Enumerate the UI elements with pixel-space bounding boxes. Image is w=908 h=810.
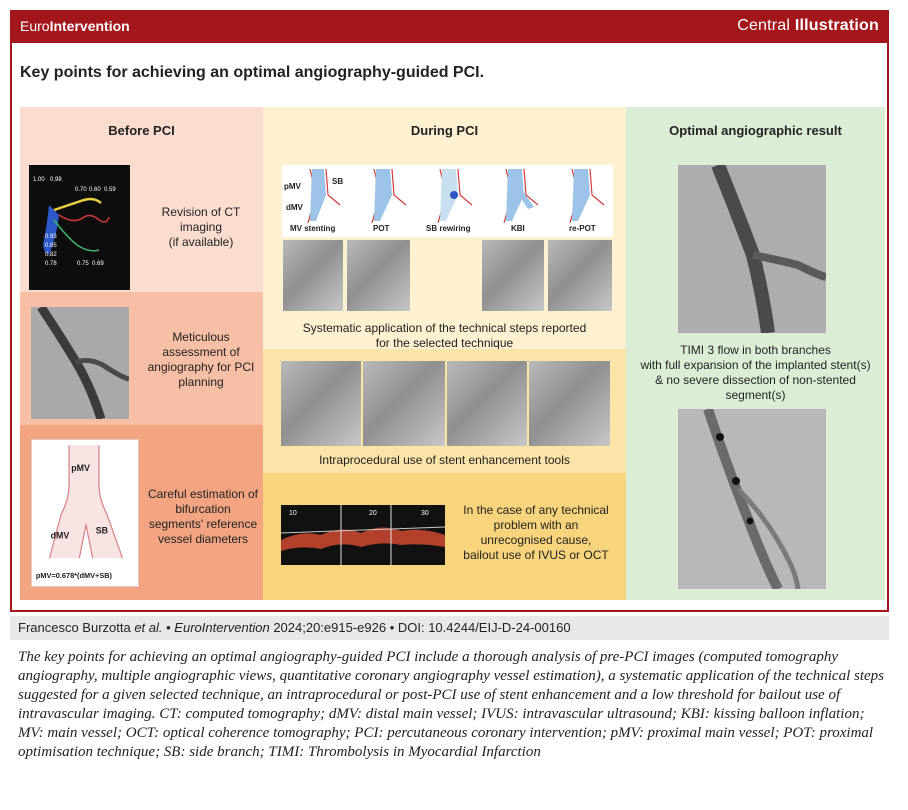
stent-enhancement-image-3 (447, 361, 527, 446)
result-angiography-image-1 (678, 165, 826, 333)
vessel-pmv-label: pMV (284, 182, 302, 191)
step-label-re-pot: re-POT (569, 224, 596, 233)
stent-enhancement-image-1 (281, 361, 361, 446)
stent-enhancement-image-4 (529, 361, 610, 446)
intravascular-imaging-panel: 10 20 30 In the case of any technical pr… (263, 473, 626, 600)
step-re-pot (569, 168, 605, 224)
ct-revision-text: Revision of CT imaging (if available) (161, 205, 241, 249)
ct-val-10: 0.69 (92, 261, 104, 267)
vessel-diameter-text: Careful estimation of bifurcation segmen… (147, 487, 259, 546)
ivus-mark-10: 10 (289, 510, 297, 517)
citation-bar: Francesco Burzotta et al. • EuroInterven… (10, 616, 889, 640)
before-pci-column: Before PCI 1.00 0.98 0.70 0.60 0.59 0.93… (20, 107, 263, 600)
stent-enhancement-image-2 (363, 361, 445, 446)
ivus-mark-20: 20 (369, 510, 377, 517)
vessel-diameter-panel: pMV dMV SB pMV=0.678*(dMV+SB) Careful es… (20, 425, 263, 600)
technical-steps-panel: During PCI (263, 107, 626, 350)
step-angio-1 (283, 240, 343, 311)
ct-vessel-red (58, 214, 110, 223)
ct-val-2: 0.70 (75, 187, 87, 193)
ct-vessel-green (53, 219, 100, 252)
bifurcation-diagram: pMV dMV SB pMV=0.678*(dMV+SB) (31, 439, 139, 587)
angio-vessel (37, 307, 106, 419)
during-pci-title: During PCI (410, 123, 479, 138)
ivus-mark-30: 30 (421, 510, 429, 517)
during-pci-column: During PCI (263, 107, 626, 600)
stent-enhancement-text: Intraprocedural use of stent enhancement… (319, 453, 570, 467)
citation: Francesco Burzotta et al. • EuroInterven… (18, 620, 571, 635)
step-label-sb-rewiring: SB rewiring (426, 224, 471, 233)
diagram-formula: pMV=0.678*(dMV+SB) (36, 571, 113, 580)
step-angio-4 (482, 240, 544, 311)
step-label-kbi: KBI (511, 224, 525, 233)
diagram-dmv-label: dMV (51, 531, 70, 541)
ct-val-3: 0.60 (89, 187, 101, 193)
ct-val-5: 0.93 (45, 234, 57, 240)
ct-vessel-yellow (53, 197, 102, 212)
figure-caption: The key points for achieving an optimal … (18, 649, 884, 760)
ct-imaging-panel: Before PCI 1.00 0.98 0.70 0.60 0.59 0.93… (20, 107, 263, 292)
step-mv-stenting (307, 168, 341, 224)
central-illustration-frame: EuroIntervention Central Illustration Ke… (10, 10, 889, 612)
optimal-result-column: Optimal angiographic result TIMI 3 flow … (626, 107, 885, 600)
angiography-assessment-panel: Meticulous assessment of angiography for… (20, 292, 263, 425)
diagram-pmv-label: pMV (71, 463, 90, 473)
technique-steps-diagram: pMV dMV SB MV stenting POT SB rewiring K… (282, 165, 613, 237)
header-bar: EuroIntervention Central Illustration (12, 12, 887, 43)
ct-angiography-image: 1.00 0.98 0.70 0.60 0.59 0.93 0.85 0.82 … (29, 165, 130, 290)
ct-val-9: 0.75 (77, 261, 89, 267)
optimal-result-text: TIMI 3 flow in both branches with full e… (640, 343, 871, 402)
ct-val-6: 0.85 (45, 243, 57, 249)
bailout-imaging-text: In the case of any technical problem wit… (463, 503, 609, 562)
technical-steps-text: Systematic application of the technical … (302, 321, 587, 350)
ct-val-8: 0.78 (45, 261, 57, 267)
ct-val-0: 1.00 (33, 177, 45, 183)
vessel-sb-label: SB (332, 177, 343, 186)
ivus-oct-image: 10 20 30 (281, 505, 445, 565)
ct-val-4: 0.59 (104, 187, 116, 193)
stent-enhancement-panel: Intraprocedural use of stent enhancement… (263, 349, 626, 473)
key-points-title: Key points for achieving an optimal angi… (20, 64, 485, 81)
step-pot (371, 168, 407, 224)
step-sb-rewiring (437, 168, 473, 224)
central-illustration-label: Central Illustration (737, 17, 879, 34)
step-kbi (503, 168, 539, 224)
angiography-image (31, 307, 129, 419)
diagram-sb-label: SB (96, 526, 108, 536)
angio-branch (75, 357, 129, 382)
ct-val-7: 0.82 (45, 252, 57, 258)
journal-brand: EuroIntervention (20, 18, 130, 34)
ct-vessel-blue (43, 205, 59, 255)
step-label-mv-stenting: MV stenting (290, 224, 335, 233)
before-pci-title: Before PCI (108, 123, 175, 138)
angiography-assessment-text: Meticulous assessment of angiography for… (147, 330, 255, 389)
step-label-pot: POT (373, 224, 390, 233)
vessel-dmv-label: dMV (286, 203, 304, 212)
optimal-result-title: Optimal angiographic result (669, 123, 842, 138)
result-angiography-image-2 (678, 409, 826, 589)
ct-val-1: 0.98 (50, 177, 62, 183)
step-angio-2 (347, 240, 410, 311)
step-angio-5 (548, 240, 612, 311)
